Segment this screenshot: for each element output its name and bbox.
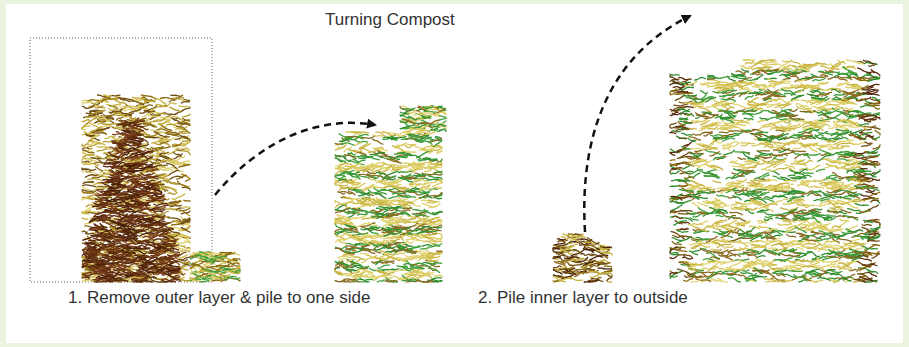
compost-strand (234, 278, 240, 279)
compost-strand (107, 98, 119, 99)
compost-strand (82, 218, 88, 219)
compost-strand (154, 211, 163, 212)
compost-strand (388, 195, 399, 199)
compost-strand (152, 244, 163, 245)
compost-strand (169, 170, 179, 174)
compost-strand (82, 281, 88, 282)
compost-strand (181, 102, 190, 103)
compost-strand (168, 193, 176, 194)
compost-strand (92, 163, 100, 165)
compost-strand (185, 179, 190, 182)
compost-strand (133, 106, 145, 107)
compost-strand (428, 246, 440, 247)
compost-strand (170, 95, 180, 96)
compost-strand (82, 144, 89, 146)
compost-strand (133, 138, 143, 139)
compost-strand (82, 231, 88, 232)
compost-strand (110, 242, 120, 243)
compost-strand (82, 172, 96, 174)
compost-strand (157, 264, 168, 265)
compost-strand (169, 107, 181, 112)
compost-strand (130, 263, 139, 265)
compost-strand (428, 174, 442, 175)
compost-strand (182, 114, 190, 117)
compost-strand (168, 103, 177, 106)
compost-strand (95, 167, 103, 171)
compost-strand (103, 124, 118, 125)
compost-texture (190, 252, 240, 282)
compost-strand (183, 200, 190, 201)
compost-strand (178, 106, 189, 107)
compost-strand (132, 207, 144, 208)
compost-strand (176, 97, 184, 98)
compost-strand (421, 245, 432, 247)
compost-strand (433, 197, 442, 199)
compost-strand (398, 171, 413, 173)
compost-strand (171, 183, 179, 184)
compost-strand (407, 144, 417, 145)
compost-strand (166, 124, 182, 126)
compost-strand (134, 228, 147, 229)
compost-strand (113, 269, 125, 270)
compost-texture (335, 132, 442, 282)
compost-strand (139, 111, 155, 114)
compost-strand (144, 101, 156, 102)
compost-strand (87, 179, 100, 180)
compost-strand (82, 185, 97, 187)
compost-strand (138, 219, 154, 220)
compost-strand (82, 186, 90, 190)
compost-strand (133, 248, 149, 249)
compost-piles (82, 60, 880, 282)
compost-strand (397, 157, 408, 158)
compost-strand (428, 175, 436, 178)
compost-strand (114, 138, 124, 139)
compost-strand (178, 161, 190, 163)
compost-strand (162, 180, 175, 182)
compost-strand (338, 259, 348, 260)
compost-strand (137, 273, 145, 274)
compost-strand (86, 197, 96, 198)
compost-strand (82, 120, 90, 122)
compost-strand (97, 146, 110, 147)
compost-strand (233, 254, 240, 255)
compost-strand (82, 102, 91, 105)
compost-strand (97, 149, 107, 152)
